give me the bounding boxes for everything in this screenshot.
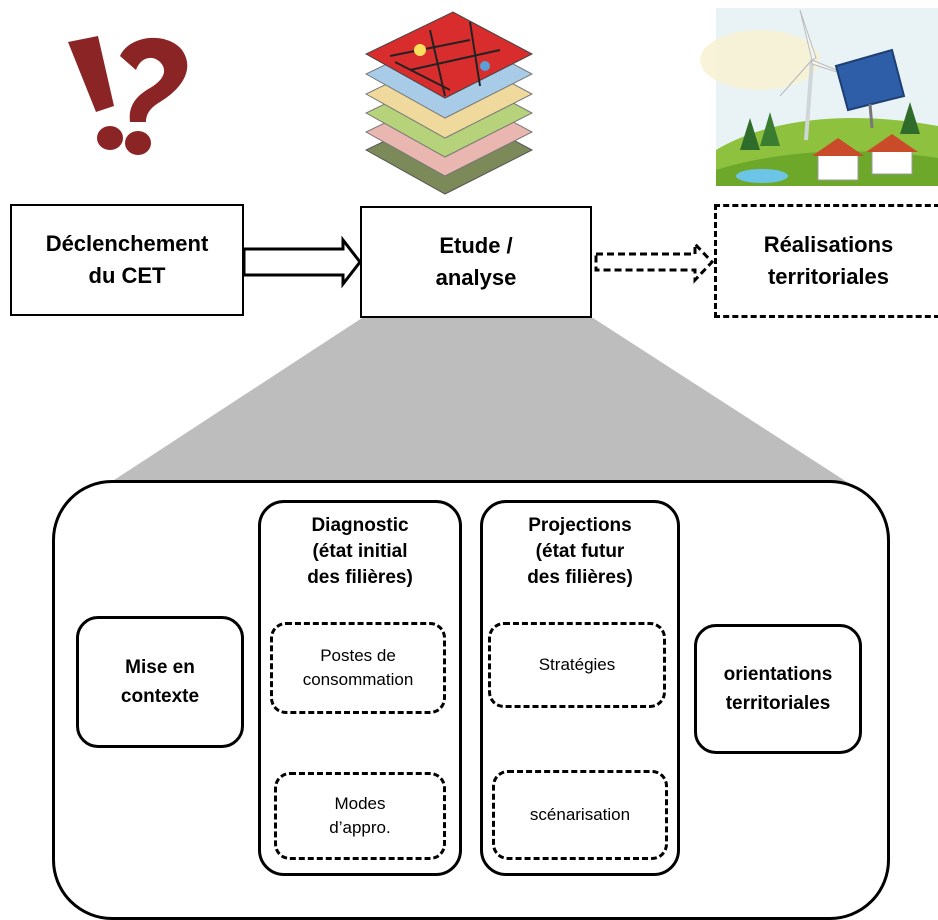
realisations-line2: territoriales xyxy=(767,264,890,289)
orientations-line2: territoriales xyxy=(725,693,831,714)
diagnostic-title-line2: (état initial xyxy=(312,541,408,563)
consumption-line1: Postes de xyxy=(320,646,396,666)
supply-box: Modes d’appro. xyxy=(274,772,446,860)
supply-line2: d’appro. xyxy=(329,818,391,837)
projections-title-line2: (état futur xyxy=(535,541,625,563)
consumption-line2: consommation xyxy=(302,670,414,689)
realisations-line1: Réalisations xyxy=(763,232,894,258)
strategies-box: Stratégies xyxy=(488,622,666,708)
supply-line1: Modes xyxy=(334,794,386,814)
diagram-graphics xyxy=(68,8,938,837)
scenarios-box: scénarisation xyxy=(492,770,668,860)
exclamation-question-icon xyxy=(68,36,188,155)
study-box: Etude / analyse xyxy=(360,206,592,318)
arrow-trigger-to-study xyxy=(242,235,362,289)
projections-title-line1: Projections xyxy=(528,515,632,536)
orientations-line1: orientations xyxy=(723,663,833,685)
context-line1: Mise en xyxy=(125,656,195,678)
diagnostic-title-line1: Diagnostic xyxy=(311,515,409,536)
projections-title: Projections (état futur des filières) xyxy=(483,513,677,592)
consumption-box: Postes de consommation xyxy=(270,622,446,714)
projections-title-line3: des filières) xyxy=(527,567,633,589)
realisations-box: Réalisations territoriales xyxy=(714,204,938,318)
strategies-label: Stratégies xyxy=(538,655,616,675)
scenarios-label: scénarisation xyxy=(529,805,631,825)
zoom-funnel xyxy=(108,318,850,484)
orientations-box: orientations territoriales xyxy=(694,624,862,754)
study-line1: Etude / xyxy=(439,233,513,259)
context-line2: contexte xyxy=(120,686,200,707)
map-layers-icon xyxy=(364,11,534,195)
context-box: Mise en contexte xyxy=(76,616,244,748)
trigger-line2: du CET xyxy=(88,263,166,288)
trigger-line1: Déclenchement xyxy=(45,231,209,257)
arrow-study-to-realisations xyxy=(594,240,715,284)
study-line2: analyse xyxy=(435,265,517,290)
renewable-energy-landscape-icon xyxy=(700,8,938,186)
diagnostic-title-line3: des filières) xyxy=(307,567,413,589)
trigger-box: Déclenchement du CET xyxy=(10,204,244,316)
diagnostic-title: Diagnostic (état initial des filières) xyxy=(261,513,459,592)
